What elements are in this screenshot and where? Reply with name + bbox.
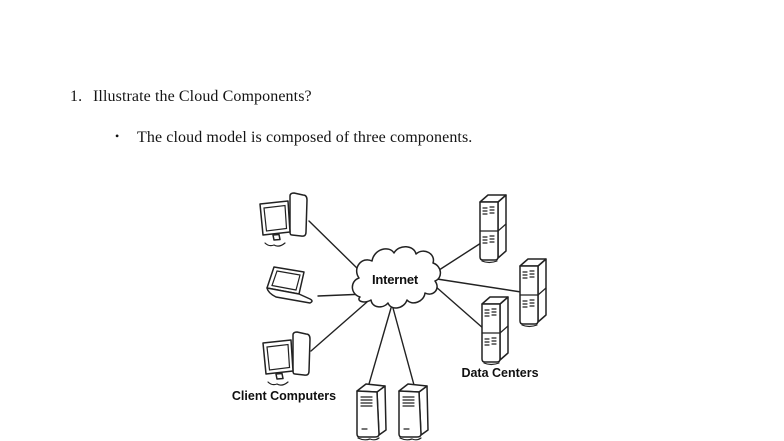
tower-server-icon <box>356 383 387 441</box>
bottom-servers-group <box>356 383 429 441</box>
data-centers-group: Data Centers <box>461 194 547 380</box>
server-rack-icon <box>481 296 509 366</box>
bullet-line: • The cloud model is composed of three co… <box>115 129 472 147</box>
cloud-icon <box>351 246 442 309</box>
client-computers-group: Client Computers <box>232 192 336 403</box>
server-rack-icon <box>479 194 507 264</box>
bullet-text: The cloud model is composed of three com… <box>137 129 473 146</box>
server-rack-icon <box>519 258 547 328</box>
edge-internet-tower-right <box>392 307 415 386</box>
edge-desktop-top-internet <box>308 220 363 274</box>
desktop-computer-icon <box>262 331 311 386</box>
laptop-icon <box>266 266 313 304</box>
edge-internet-tower-left <box>368 307 392 385</box>
internet-cloud-node: Internet <box>351 246 442 309</box>
internet-label: Internet <box>372 272 419 287</box>
edge-internet-rack-right <box>436 278 522 293</box>
data-centers-label: Data Centers <box>461 366 538 380</box>
tower-server-icon <box>398 383 429 441</box>
edge-internet-rack-mid <box>434 285 485 330</box>
edge-internet-rack-top <box>435 242 482 273</box>
bullet-icon: • <box>115 129 120 143</box>
connection-lines <box>308 220 522 386</box>
edge-desktop-bottom-internet <box>310 301 368 352</box>
question-text: Illustrate the Cloud Components? <box>93 88 312 105</box>
question-line: 1. Illustrate the Cloud Components? <box>70 88 312 106</box>
question-number: 1. <box>70 88 83 105</box>
desktop-computer-icon <box>259 192 308 247</box>
client-computers-label: Client Computers <box>232 389 336 403</box>
